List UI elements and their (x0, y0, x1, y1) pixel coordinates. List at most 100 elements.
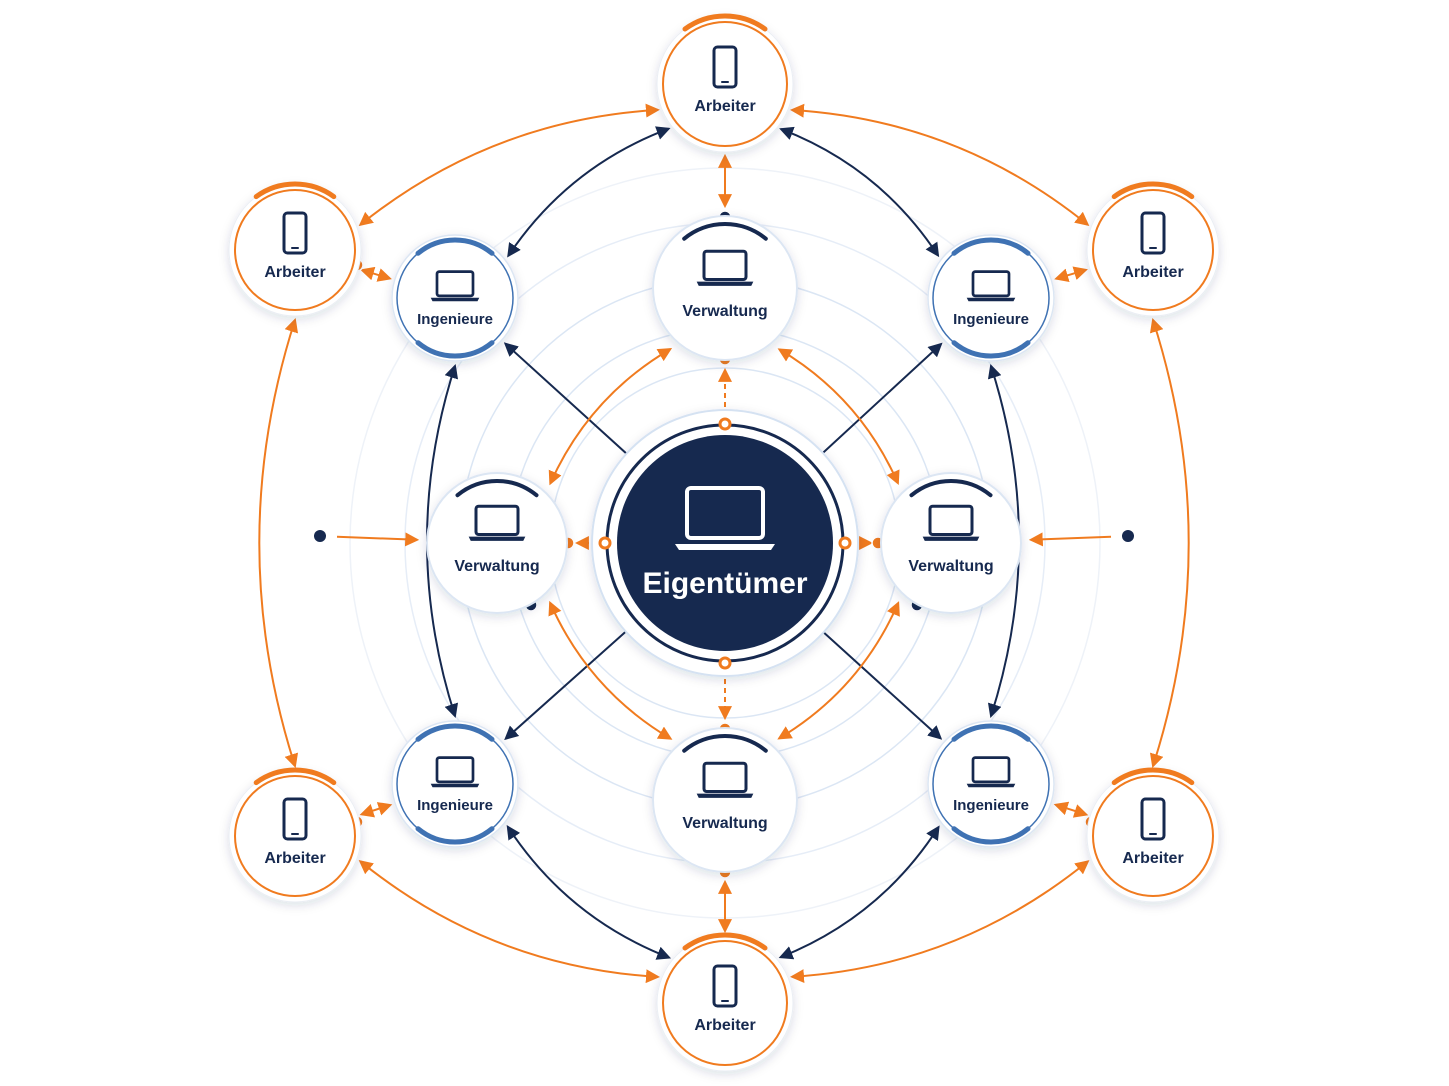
node-ring (234, 189, 356, 311)
node-label: Verwaltung (908, 558, 993, 575)
node-halo (652, 215, 798, 361)
laptop-icon (468, 504, 526, 541)
edges-layer (258, 103, 1190, 984)
junction-right-dot (1122, 530, 1134, 542)
node-arbeiter-bottom[interactable]: Arbeiter (656, 932, 794, 1072)
node-label: Verwaltung (682, 303, 767, 320)
node-top-accent (909, 478, 993, 498)
node-top-accent (951, 237, 1031, 256)
node-top-accent (951, 723, 1031, 742)
edge-arbeiter-top-arbeiter-top-left (358, 103, 660, 227)
node-verwaltung-right[interactable]: Verwaltung (880, 472, 1022, 614)
node-ingenieure-top-right[interactable]: Ingenieure (927, 234, 1055, 362)
smartphone-icon (282, 797, 308, 841)
laptop-icon (696, 761, 754, 798)
edge-junction-left-verwaltung-left (336, 532, 420, 547)
node-top-accent (455, 478, 539, 498)
laptop-icon (675, 486, 775, 550)
laptop-icon (966, 270, 1016, 302)
smartphone-icon (1140, 211, 1166, 255)
laptop-icon (966, 756, 1016, 788)
node-top-accent (682, 13, 768, 32)
edge-arbeiter-top-ingenieure-top-left (507, 126, 671, 258)
laptop-icon (696, 249, 754, 286)
center-port-right (838, 536, 852, 550)
edge-arbeiter-top-left-arbeiter-bottom-left (258, 317, 299, 769)
node-top-accent (415, 723, 495, 742)
node-ring (662, 940, 788, 1066)
node-ring (234, 775, 356, 897)
node-halo (652, 727, 798, 873)
node-verwaltung-bottom[interactable]: Verwaltung (652, 727, 798, 873)
node-label: Ingenieure (417, 311, 493, 328)
node-top-accent (253, 181, 337, 200)
edge-arbeiter-top-arbeiter-top-right (790, 103, 1090, 227)
node-bottom-accent (951, 340, 1031, 359)
edge-arbeiter-bottom-ingenieure-bottom-right (778, 825, 940, 960)
node-verwaltung-top[interactable]: Verwaltung (652, 215, 798, 361)
node-arbeiter-bottom-right[interactable]: Arbeiter (1086, 767, 1220, 903)
edge-arbeiter-top-right-ingenieure-top-right (1054, 266, 1088, 283)
center-port-left (598, 536, 612, 550)
center-node[interactable]: Eigentümer (591, 409, 859, 677)
node-label: Verwaltung (682, 815, 767, 832)
node-arbeiter-top-left[interactable]: Arbeiter (228, 181, 362, 317)
edge-junction-right-verwaltung-right (1028, 532, 1112, 547)
edge-arbeiter-top-left-ingenieure-top-left (359, 266, 392, 282)
node-halo (426, 472, 568, 614)
edge-verwaltung-bottom-verwaltung-right (777, 601, 900, 740)
node-halo (880, 472, 1022, 614)
smartphone-icon (282, 211, 308, 255)
node-arbeiter-top-right[interactable]: Arbeiter (1086, 181, 1220, 317)
node-top-accent (1111, 767, 1195, 786)
node-label: Arbeiter (1122, 264, 1183, 281)
node-label: Arbeiter (264, 264, 325, 281)
laptop-icon (430, 756, 480, 788)
center-label: Eigentümer (642, 567, 807, 600)
edge-arbeiter-bottom-arbeiter-bottom-left (358, 859, 660, 984)
node-ingenieure-bottom-left[interactable]: Ingenieure (391, 720, 519, 848)
center-disc (617, 435, 833, 651)
smartphone-icon (712, 45, 738, 89)
node-top-accent (682, 932, 768, 951)
node-ring (1092, 775, 1214, 897)
center-port-top (718, 417, 732, 431)
node-label: Ingenieure (953, 797, 1029, 814)
node-ring (1092, 189, 1214, 311)
node-ingenieure-bottom-right[interactable]: Ingenieure (927, 720, 1055, 848)
node-top-accent (1111, 181, 1195, 200)
edge-center-ingenieure-bottom-right (810, 620, 943, 740)
edge-arbeiter-bottom-left-ingenieure-bottom-left (359, 802, 393, 818)
node-bottom-accent (951, 826, 1031, 845)
edge-arbeiter-bottom-arbeiter-bottom-right (790, 860, 1090, 984)
junction-left-dot (314, 530, 326, 542)
smartphone-icon (712, 964, 738, 1008)
node-arbeiter-top[interactable]: Arbeiter (656, 13, 794, 153)
node-label: Ingenieure (417, 797, 493, 814)
node-bottom-accent (415, 826, 495, 845)
smartphone-icon (1140, 797, 1166, 841)
edge-verwaltung-top-verwaltung-right (777, 348, 900, 486)
node-top-accent (682, 734, 768, 753)
node-verwaltung-left[interactable]: Verwaltung (426, 472, 568, 614)
laptop-icon (430, 270, 480, 302)
node-arbeiter-bottom-left[interactable]: Arbeiter (228, 767, 362, 903)
edge-verwaltung-top-verwaltung-left (548, 348, 673, 486)
node-top-accent (253, 767, 337, 786)
edge-arbeiter-top-right-arbeiter-bottom-right (1149, 317, 1190, 769)
node-label: Arbeiter (1122, 850, 1183, 867)
node-ingenieure-top-left[interactable]: Ingenieure (391, 234, 519, 362)
laptop-icon (922, 504, 980, 541)
node-label: Arbeiter (694, 1017, 755, 1034)
node-label: Arbeiter (694, 98, 755, 115)
edge-verwaltung-bottom-verwaltung-left (548, 600, 673, 740)
node-label: Verwaltung (454, 558, 539, 575)
center-port-bottom (718, 656, 732, 670)
edge-center-ingenieure-top-left (503, 342, 640, 466)
node-bottom-accent (415, 340, 495, 359)
node-top-accent (415, 237, 495, 256)
node-ring (662, 21, 788, 147)
node-label: Arbeiter (264, 850, 325, 867)
